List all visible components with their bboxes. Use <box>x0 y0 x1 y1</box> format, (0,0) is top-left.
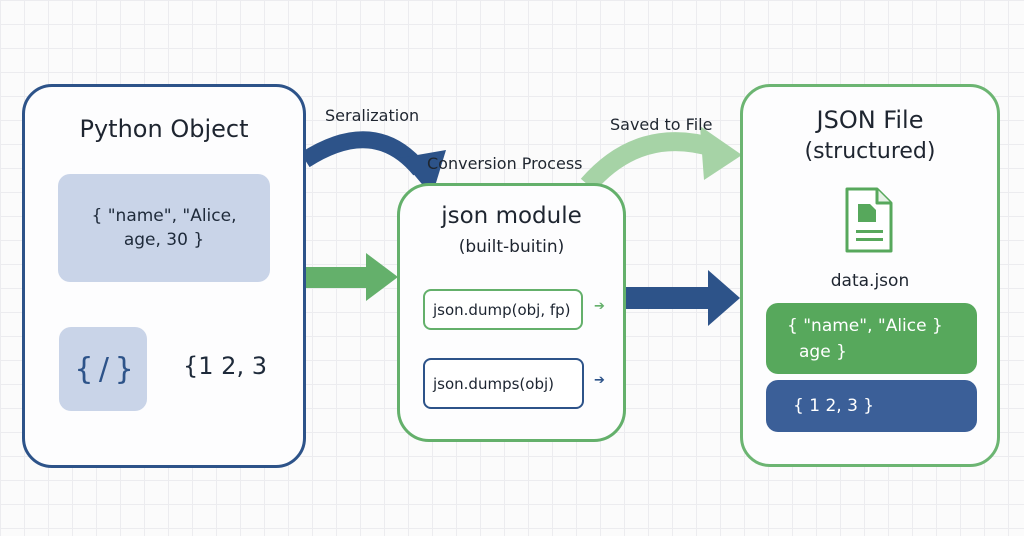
saved-to-file-label: Saved to File <box>610 115 713 134</box>
straight-navy-arrow-shaft <box>626 287 712 309</box>
straight-navy-arrowhead <box>708 270 740 326</box>
json-module-title: json module <box>441 203 582 229</box>
saved-to-file-arrowhead <box>700 126 742 180</box>
serialization-arrow <box>300 131 427 176</box>
json-module-subtitle: (built-buitin) <box>458 237 565 257</box>
json-filename: data.json <box>830 271 910 291</box>
json-file-subtitle: (structured) <box>804 139 936 164</box>
document-icon <box>845 187 893 253</box>
json-dumps-label: json.dumps(obj) <box>433 374 554 393</box>
python-object-title: Python Object <box>79 115 249 143</box>
json-dump-method: json.dump(obj, fp) <box>423 289 583 330</box>
json-dumps-arrow-icon: ➔ <box>594 373 605 388</box>
json-file-title: JSON File <box>816 106 924 134</box>
python-list-literal: {1 2, 3 <box>183 352 267 380</box>
saved-to-file-arrow <box>580 132 718 192</box>
braces-symbol: { / } <box>74 351 133 387</box>
python-dict-line-2: age, 30 } <box>123 230 205 250</box>
json-module-panel: json module (built-buitin) json.dump(obj… <box>397 183 626 442</box>
json-dump-label: json.dump(obj, fp) <box>433 300 571 319</box>
conversion-process-label: Conversion Process <box>427 154 583 173</box>
json-object-line-2: age } <box>799 341 847 362</box>
python-dict-card: { "name", "Alice, age, 30 } <box>58 174 270 282</box>
straight-green-arrowhead <box>366 253 398 301</box>
json-file-panel: JSON File (structured) data.json { "name… <box>740 84 1000 467</box>
json-list-card: { 1 2, 3 } <box>766 380 977 432</box>
json-object-line-1: { "name", "Alice } <box>787 315 943 336</box>
json-dump-arrow-icon: ➔ <box>594 299 605 314</box>
serialization-label: Seralization <box>325 106 420 125</box>
json-object-card: { "name", "Alice } age } <box>766 303 977 374</box>
straight-green-arrow-shaft <box>306 267 368 288</box>
python-dict-line-1: { "name", "Alice, <box>91 206 237 226</box>
json-dumps-method: json.dumps(obj) <box>423 358 584 409</box>
python-object-panel: Python Object { "name", "Alice, age, 30 … <box>22 84 306 468</box>
json-list-literal: { 1 2, 3 } <box>793 396 875 416</box>
braces-symbol-card: { / } <box>59 327 147 411</box>
